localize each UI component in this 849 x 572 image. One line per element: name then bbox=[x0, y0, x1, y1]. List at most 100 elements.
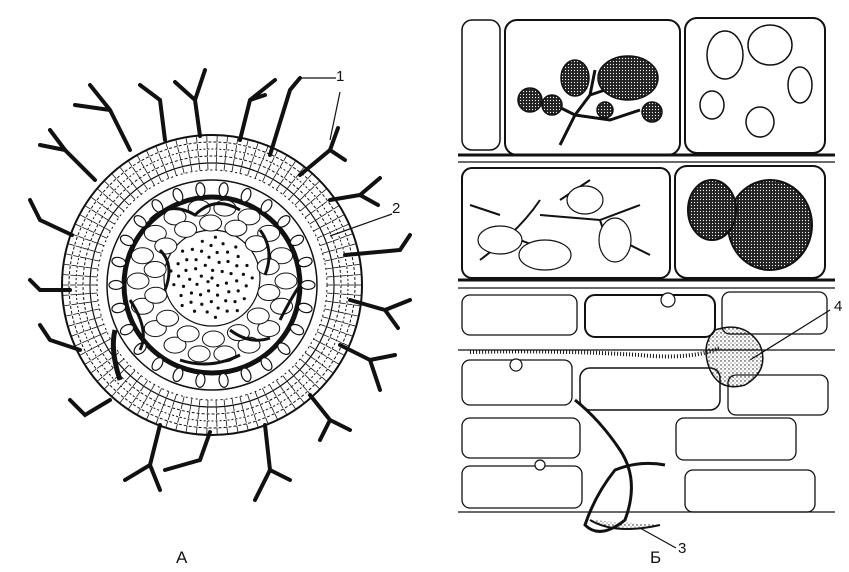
mantle-septum bbox=[328, 369, 333, 373]
mantle-septum bbox=[181, 403, 182, 409]
mantle-septum bbox=[338, 215, 343, 218]
mantle-septum bbox=[187, 419, 188, 425]
mantle-septum bbox=[82, 321, 88, 323]
mantle-septum bbox=[131, 370, 135, 374]
mantle-septum bbox=[280, 403, 283, 408]
mantle-septum bbox=[186, 426, 187, 432]
mantle-septum bbox=[126, 376, 130, 380]
mantle-septum bbox=[87, 218, 92, 221]
mantle-septum bbox=[294, 190, 298, 194]
stele-dot bbox=[182, 285, 185, 288]
mantle-septum bbox=[126, 190, 130, 194]
mantle-septum bbox=[109, 221, 114, 224]
mantle-septum bbox=[317, 332, 322, 334]
mantle-septum bbox=[66, 254, 72, 255]
mantle-septum bbox=[275, 151, 278, 156]
mantle-septum bbox=[159, 176, 162, 181]
mantle-septum bbox=[292, 161, 295, 166]
inner-cortex-cell bbox=[155, 238, 177, 254]
mantle-septum bbox=[186, 138, 187, 144]
mantle-septum bbox=[181, 161, 182, 167]
inner-cortex-cell bbox=[225, 220, 247, 236]
mantle-septum bbox=[227, 137, 228, 143]
mantle-septum bbox=[327, 210, 332, 213]
mantle-septum bbox=[168, 150, 170, 156]
mantle-septum bbox=[272, 157, 275, 162]
mantle-septum bbox=[349, 324, 355, 326]
mantle-septum bbox=[137, 173, 140, 178]
mantle-septum bbox=[270, 180, 273, 185]
mantle-septum bbox=[346, 234, 352, 236]
mantle-septum bbox=[197, 420, 198, 426]
mantle-septum bbox=[156, 147, 158, 153]
mantle-septum bbox=[79, 236, 85, 238]
mantle-septum bbox=[109, 198, 114, 202]
mantle-septum bbox=[114, 214, 119, 218]
mantle-septum bbox=[320, 244, 326, 246]
stele-dot bbox=[190, 291, 193, 294]
mantle-septum bbox=[109, 368, 114, 372]
mantle-septum bbox=[311, 357, 316, 361]
mantle-septum bbox=[103, 206, 108, 210]
mantle-septum bbox=[159, 153, 161, 159]
mantle-septum bbox=[247, 140, 248, 146]
mantle-septum bbox=[288, 167, 291, 172]
mantle-septum bbox=[243, 410, 244, 416]
mantle-septum bbox=[322, 202, 327, 206]
mantle-septum bbox=[347, 304, 353, 305]
mantle-septum bbox=[314, 339, 319, 342]
stele-dot bbox=[189, 301, 192, 304]
stele-dot bbox=[218, 261, 221, 264]
mantle-septum bbox=[176, 424, 177, 430]
mantle-septum bbox=[237, 426, 238, 432]
mantle-septum bbox=[252, 408, 254, 414]
mantle-septum bbox=[85, 329, 91, 331]
mantle-septum bbox=[159, 388, 162, 393]
mantle-septum bbox=[252, 157, 254, 163]
mantle-septum bbox=[289, 370, 293, 374]
mantle-septum bbox=[336, 227, 341, 229]
mantle-septum bbox=[277, 168, 280, 173]
mantle-septum bbox=[323, 233, 328, 235]
mantle-septum bbox=[327, 357, 332, 360]
mantle-septum bbox=[76, 224, 81, 226]
mantle-septum bbox=[255, 173, 257, 179]
stele-dot bbox=[224, 299, 227, 302]
mantle-septum bbox=[133, 184, 137, 189]
inner-cortex-cell bbox=[157, 310, 179, 326]
mantle-septum bbox=[98, 189, 103, 193]
mantle-septum bbox=[167, 173, 169, 179]
stele-dot bbox=[206, 280, 209, 283]
mantle-septum bbox=[305, 353, 310, 357]
mantle-septum bbox=[283, 376, 287, 381]
mantle-septum bbox=[97, 365, 102, 369]
mantle-septum bbox=[71, 265, 77, 266]
mantle-septum bbox=[270, 385, 273, 390]
stele-dot bbox=[200, 303, 203, 306]
mantle-septum bbox=[87, 349, 92, 352]
panel-a-root-section bbox=[30, 70, 410, 500]
mantle-septum bbox=[226, 144, 227, 150]
cell-nuclei bbox=[700, 25, 812, 137]
mantle-septum bbox=[276, 185, 279, 190]
mantle-septum bbox=[298, 381, 302, 385]
stele-dot bbox=[216, 284, 219, 287]
mantle-septum bbox=[333, 302, 339, 303]
mantle-septum bbox=[327, 241, 333, 243]
mantle-septum bbox=[199, 158, 200, 164]
mantle-septum bbox=[276, 380, 279, 385]
mantle-septum bbox=[315, 384, 319, 388]
mantle-septum bbox=[119, 207, 124, 211]
mantle-septum bbox=[140, 386, 143, 391]
mantle-septum bbox=[291, 387, 295, 392]
stele-dot bbox=[207, 289, 210, 292]
stele-dot bbox=[210, 276, 213, 279]
stele-dot bbox=[226, 260, 229, 263]
mantle-septum bbox=[287, 184, 291, 189]
mantle-septum bbox=[92, 268, 98, 269]
mantle-septum bbox=[196, 427, 197, 433]
mantle-septum bbox=[265, 170, 268, 175]
mantle-septum bbox=[305, 375, 309, 379]
mantle-septum bbox=[320, 324, 326, 326]
mantle-septum bbox=[110, 379, 114, 383]
